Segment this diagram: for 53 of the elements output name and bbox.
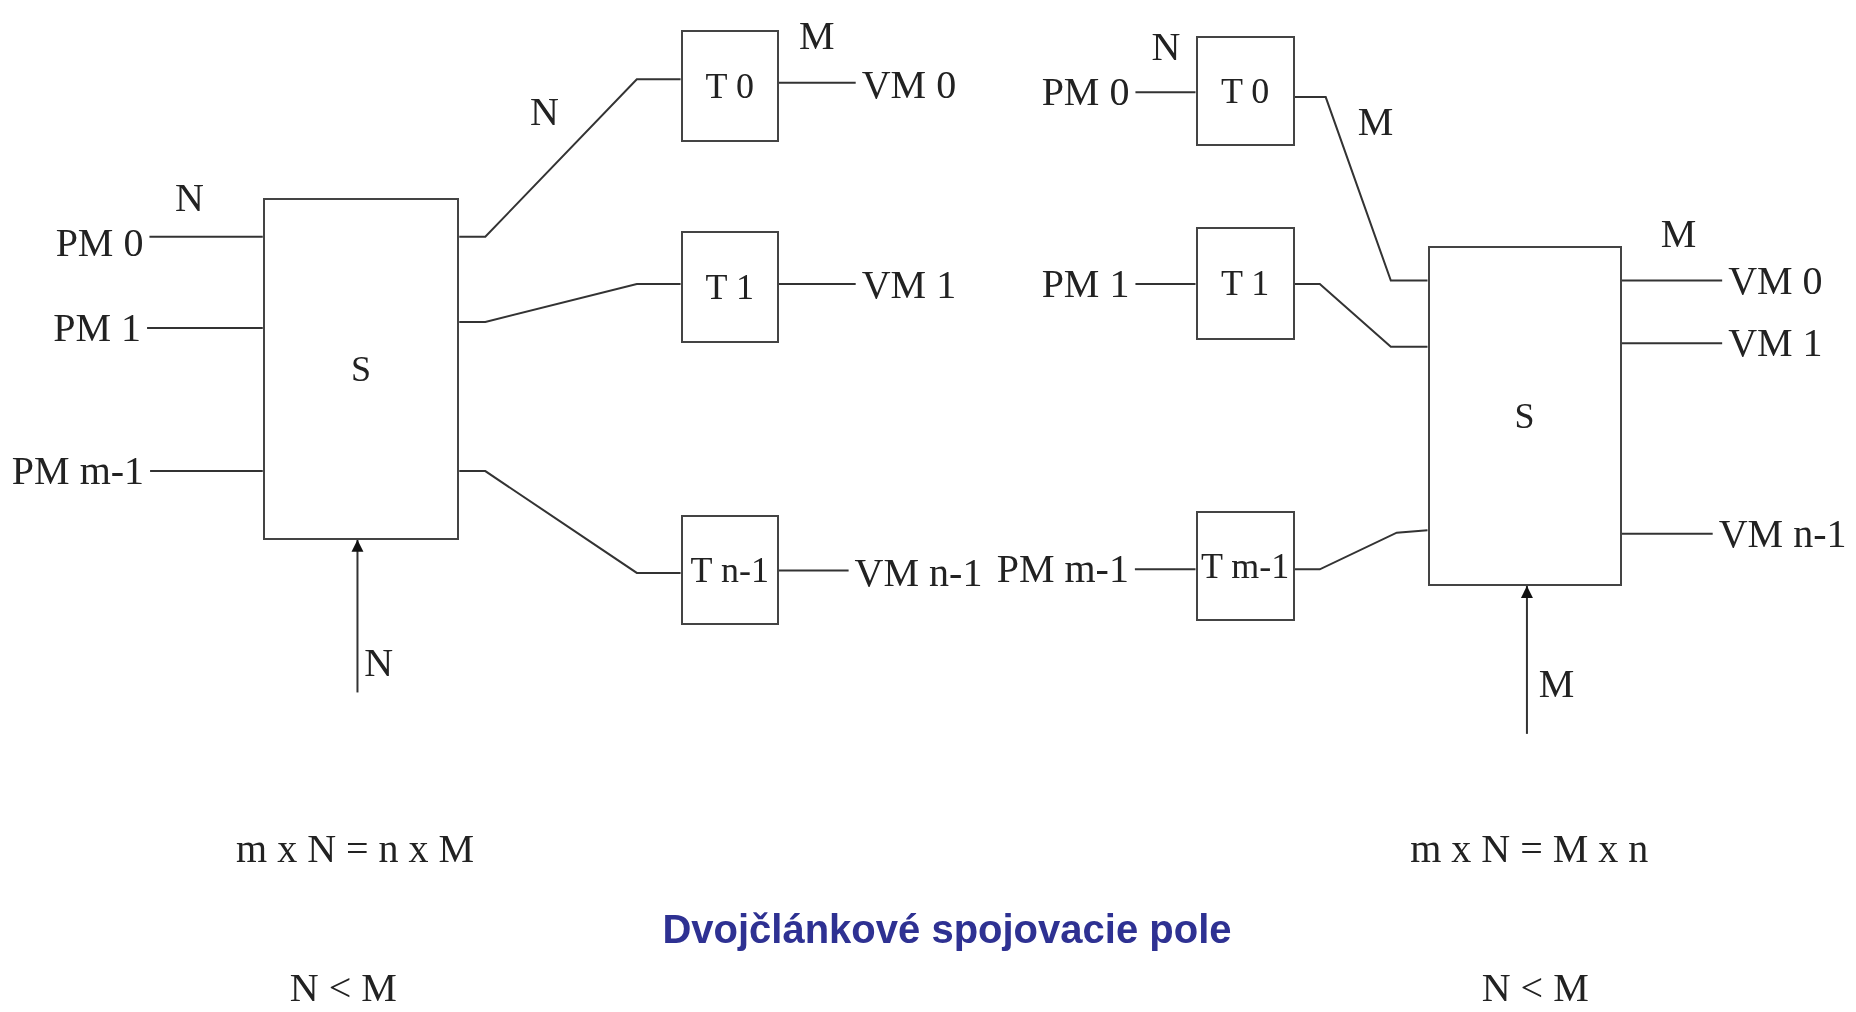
switch-box: [1195, 511, 1295, 622]
connector-line: [777, 81, 857, 84]
connector-line: [458, 470, 682, 574]
port-label: VM 0: [861, 65, 957, 106]
box-label: T 0: [1221, 70, 1270, 111]
switch-box: [680, 514, 779, 625]
connector-line: [149, 470, 264, 473]
formula-text: m x N = n x M: [236, 828, 475, 869]
connector-line: [458, 283, 682, 323]
caption: Dvojčlánkové spojovacie pole: [662, 906, 1232, 952]
box-label: T m-1: [1201, 546, 1290, 587]
box-label: T n-1: [690, 549, 769, 590]
port-label: PM 1: [1041, 264, 1130, 305]
switch-box: [680, 29, 779, 142]
arrow: [351, 538, 364, 694]
connector-line: [1293, 529, 1429, 571]
formula-text: m x N = M x n: [1410, 828, 1649, 869]
switch-box: [1195, 35, 1295, 146]
port-label: VM 1: [1728, 323, 1823, 364]
port-label: VM 0: [1728, 260, 1823, 301]
connector-line: [1133, 568, 1197, 571]
box-label: T 0: [705, 65, 754, 106]
port-label: VM 1: [861, 265, 957, 306]
connector-line: [1134, 91, 1197, 94]
connector-line: [777, 569, 850, 572]
box-label: T 1: [1221, 263, 1270, 304]
connector-line: [1293, 283, 1429, 348]
connector-line: [1620, 342, 1724, 345]
port-label: PM 1: [53, 307, 142, 348]
arrow: [1520, 584, 1533, 735]
box-label: T 1: [705, 267, 754, 308]
connector-line: [148, 235, 264, 238]
port-label: PM 0: [55, 222, 144, 263]
port-label: VM n-1: [854, 552, 983, 593]
switch-box: [262, 197, 460, 540]
switch-box: [680, 230, 779, 344]
formula-text: N < M: [289, 968, 397, 1009]
connector-line: [777, 283, 857, 286]
box-label: S: [1514, 396, 1535, 437]
port-label: VM n-1: [1718, 513, 1847, 554]
formula-text: N < M: [1481, 968, 1589, 1009]
switch-box: [1427, 246, 1622, 586]
connector-line: [458, 78, 682, 238]
box-label: S: [351, 348, 371, 389]
port-label: PM m-1: [11, 451, 145, 492]
connector-line: [146, 326, 264, 329]
switch-box: [1195, 227, 1295, 340]
connector-line: [1134, 283, 1197, 286]
connector-line: [1293, 96, 1429, 282]
connector-line: [1620, 532, 1714, 535]
port-label: PM m-1: [996, 549, 1129, 590]
connector-line: [1620, 279, 1724, 282]
port-label: PM 0: [1041, 72, 1130, 113]
